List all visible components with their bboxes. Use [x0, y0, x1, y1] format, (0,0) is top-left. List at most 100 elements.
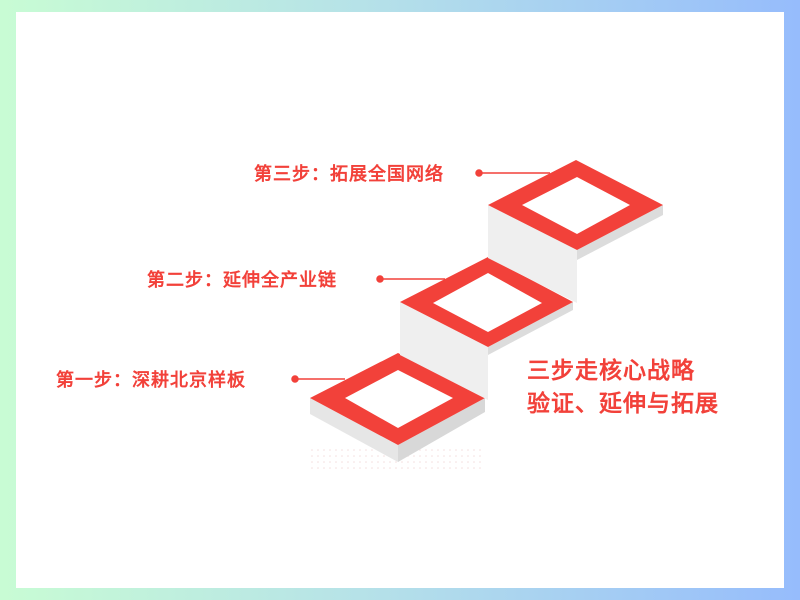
pattern-dot — [425, 449, 427, 451]
pattern-dot — [317, 449, 319, 451]
pattern-dot — [329, 455, 331, 457]
pattern-dot — [479, 467, 481, 469]
pattern-dot — [365, 455, 367, 457]
pattern-dot — [389, 461, 391, 463]
pattern-dot — [461, 467, 463, 469]
pattern-dot — [437, 455, 439, 457]
pattern-dot — [371, 449, 373, 451]
pattern-dot — [473, 461, 475, 463]
pattern-dot — [425, 455, 427, 457]
pattern-dot — [479, 461, 481, 463]
step-2 — [400, 257, 573, 400]
pattern-dot — [365, 467, 367, 469]
pattern-dot — [425, 461, 427, 463]
pattern-dot — [389, 467, 391, 469]
summary-line-1: 三步走核心战略 — [527, 358, 695, 384]
pattern-dot — [371, 467, 373, 469]
pattern-dot — [479, 455, 481, 457]
pattern-dot — [311, 455, 313, 457]
pattern-dot — [473, 455, 475, 457]
pattern-dot — [431, 449, 433, 451]
pattern-dot — [437, 449, 439, 451]
pattern-dot — [377, 461, 379, 463]
pattern-dot — [335, 455, 337, 457]
pattern-dot — [473, 467, 475, 469]
pattern-dot — [341, 467, 343, 469]
leader-line-2 — [376, 275, 445, 283]
pattern-dot — [443, 449, 445, 451]
pattern-dot — [383, 461, 385, 463]
pattern-dot — [431, 461, 433, 463]
pattern-dot — [353, 467, 355, 469]
pattern-dot — [419, 467, 421, 469]
pattern-dot — [329, 467, 331, 469]
step-2-label: 第二步：延伸全产业链 — [147, 270, 337, 291]
pattern-dot — [419, 455, 421, 457]
pattern-dot — [479, 449, 481, 451]
pattern-dot — [323, 467, 325, 469]
pattern-dot — [419, 461, 421, 463]
pattern-dot — [413, 467, 415, 469]
pattern-dot — [395, 467, 397, 469]
pattern-dot — [461, 461, 463, 463]
pattern-dot — [461, 449, 463, 451]
pattern-dot — [371, 461, 373, 463]
pattern-dot — [437, 467, 439, 469]
pattern-dot — [443, 461, 445, 463]
pattern-dot — [353, 455, 355, 457]
pattern-dot — [341, 455, 343, 457]
pattern-dot — [431, 467, 433, 469]
pattern-dot — [419, 449, 421, 451]
pattern-dot — [461, 455, 463, 457]
step-3 — [488, 160, 663, 303]
pattern-dot — [353, 461, 355, 463]
pattern-dot — [359, 449, 361, 451]
pattern-dot — [449, 461, 451, 463]
pattern-dot — [365, 461, 367, 463]
pattern-dot — [467, 455, 469, 457]
pattern-dot — [467, 467, 469, 469]
pattern-dot — [467, 461, 469, 463]
pattern-dot — [335, 467, 337, 469]
pattern-dot — [467, 449, 469, 451]
pattern-dot — [377, 455, 379, 457]
pattern-dot — [311, 467, 313, 469]
pattern-dot — [455, 461, 457, 463]
step-1-label: 第一步：深耕北京样板 — [56, 370, 246, 391]
content-panel — [16, 12, 784, 588]
pattern-dot — [347, 449, 349, 451]
pattern-dot — [437, 461, 439, 463]
pattern-dot — [449, 449, 451, 451]
pattern-dot — [383, 467, 385, 469]
pattern-dot — [323, 449, 325, 451]
pattern-dot — [311, 449, 313, 451]
pattern-dot — [443, 455, 445, 457]
leader-line-1 — [291, 375, 345, 383]
pattern-dot — [395, 461, 397, 463]
pattern-dot — [323, 461, 325, 463]
pattern-dot — [431, 455, 433, 457]
pattern-dot — [347, 455, 349, 457]
pattern-dot — [407, 461, 409, 463]
pattern-dot — [455, 455, 457, 457]
pattern-dot — [317, 467, 319, 469]
pattern-dot — [413, 455, 415, 457]
pattern-dot — [317, 461, 319, 463]
pattern-dot — [311, 461, 313, 463]
pattern-dot — [383, 455, 385, 457]
pattern-dot — [473, 449, 475, 451]
pattern-dot — [371, 455, 373, 457]
pattern-dot — [359, 461, 361, 463]
pattern-dot — [335, 449, 337, 451]
pattern-dot — [347, 467, 349, 469]
pattern-dot — [317, 455, 319, 457]
pattern-dot — [341, 449, 343, 451]
pattern-dot — [335, 461, 337, 463]
pattern-dot — [401, 461, 403, 463]
pattern-dot — [443, 467, 445, 469]
pattern-dot — [323, 455, 325, 457]
pattern-dot — [329, 461, 331, 463]
pattern-dot — [401, 467, 403, 469]
pattern-dot — [377, 467, 379, 469]
